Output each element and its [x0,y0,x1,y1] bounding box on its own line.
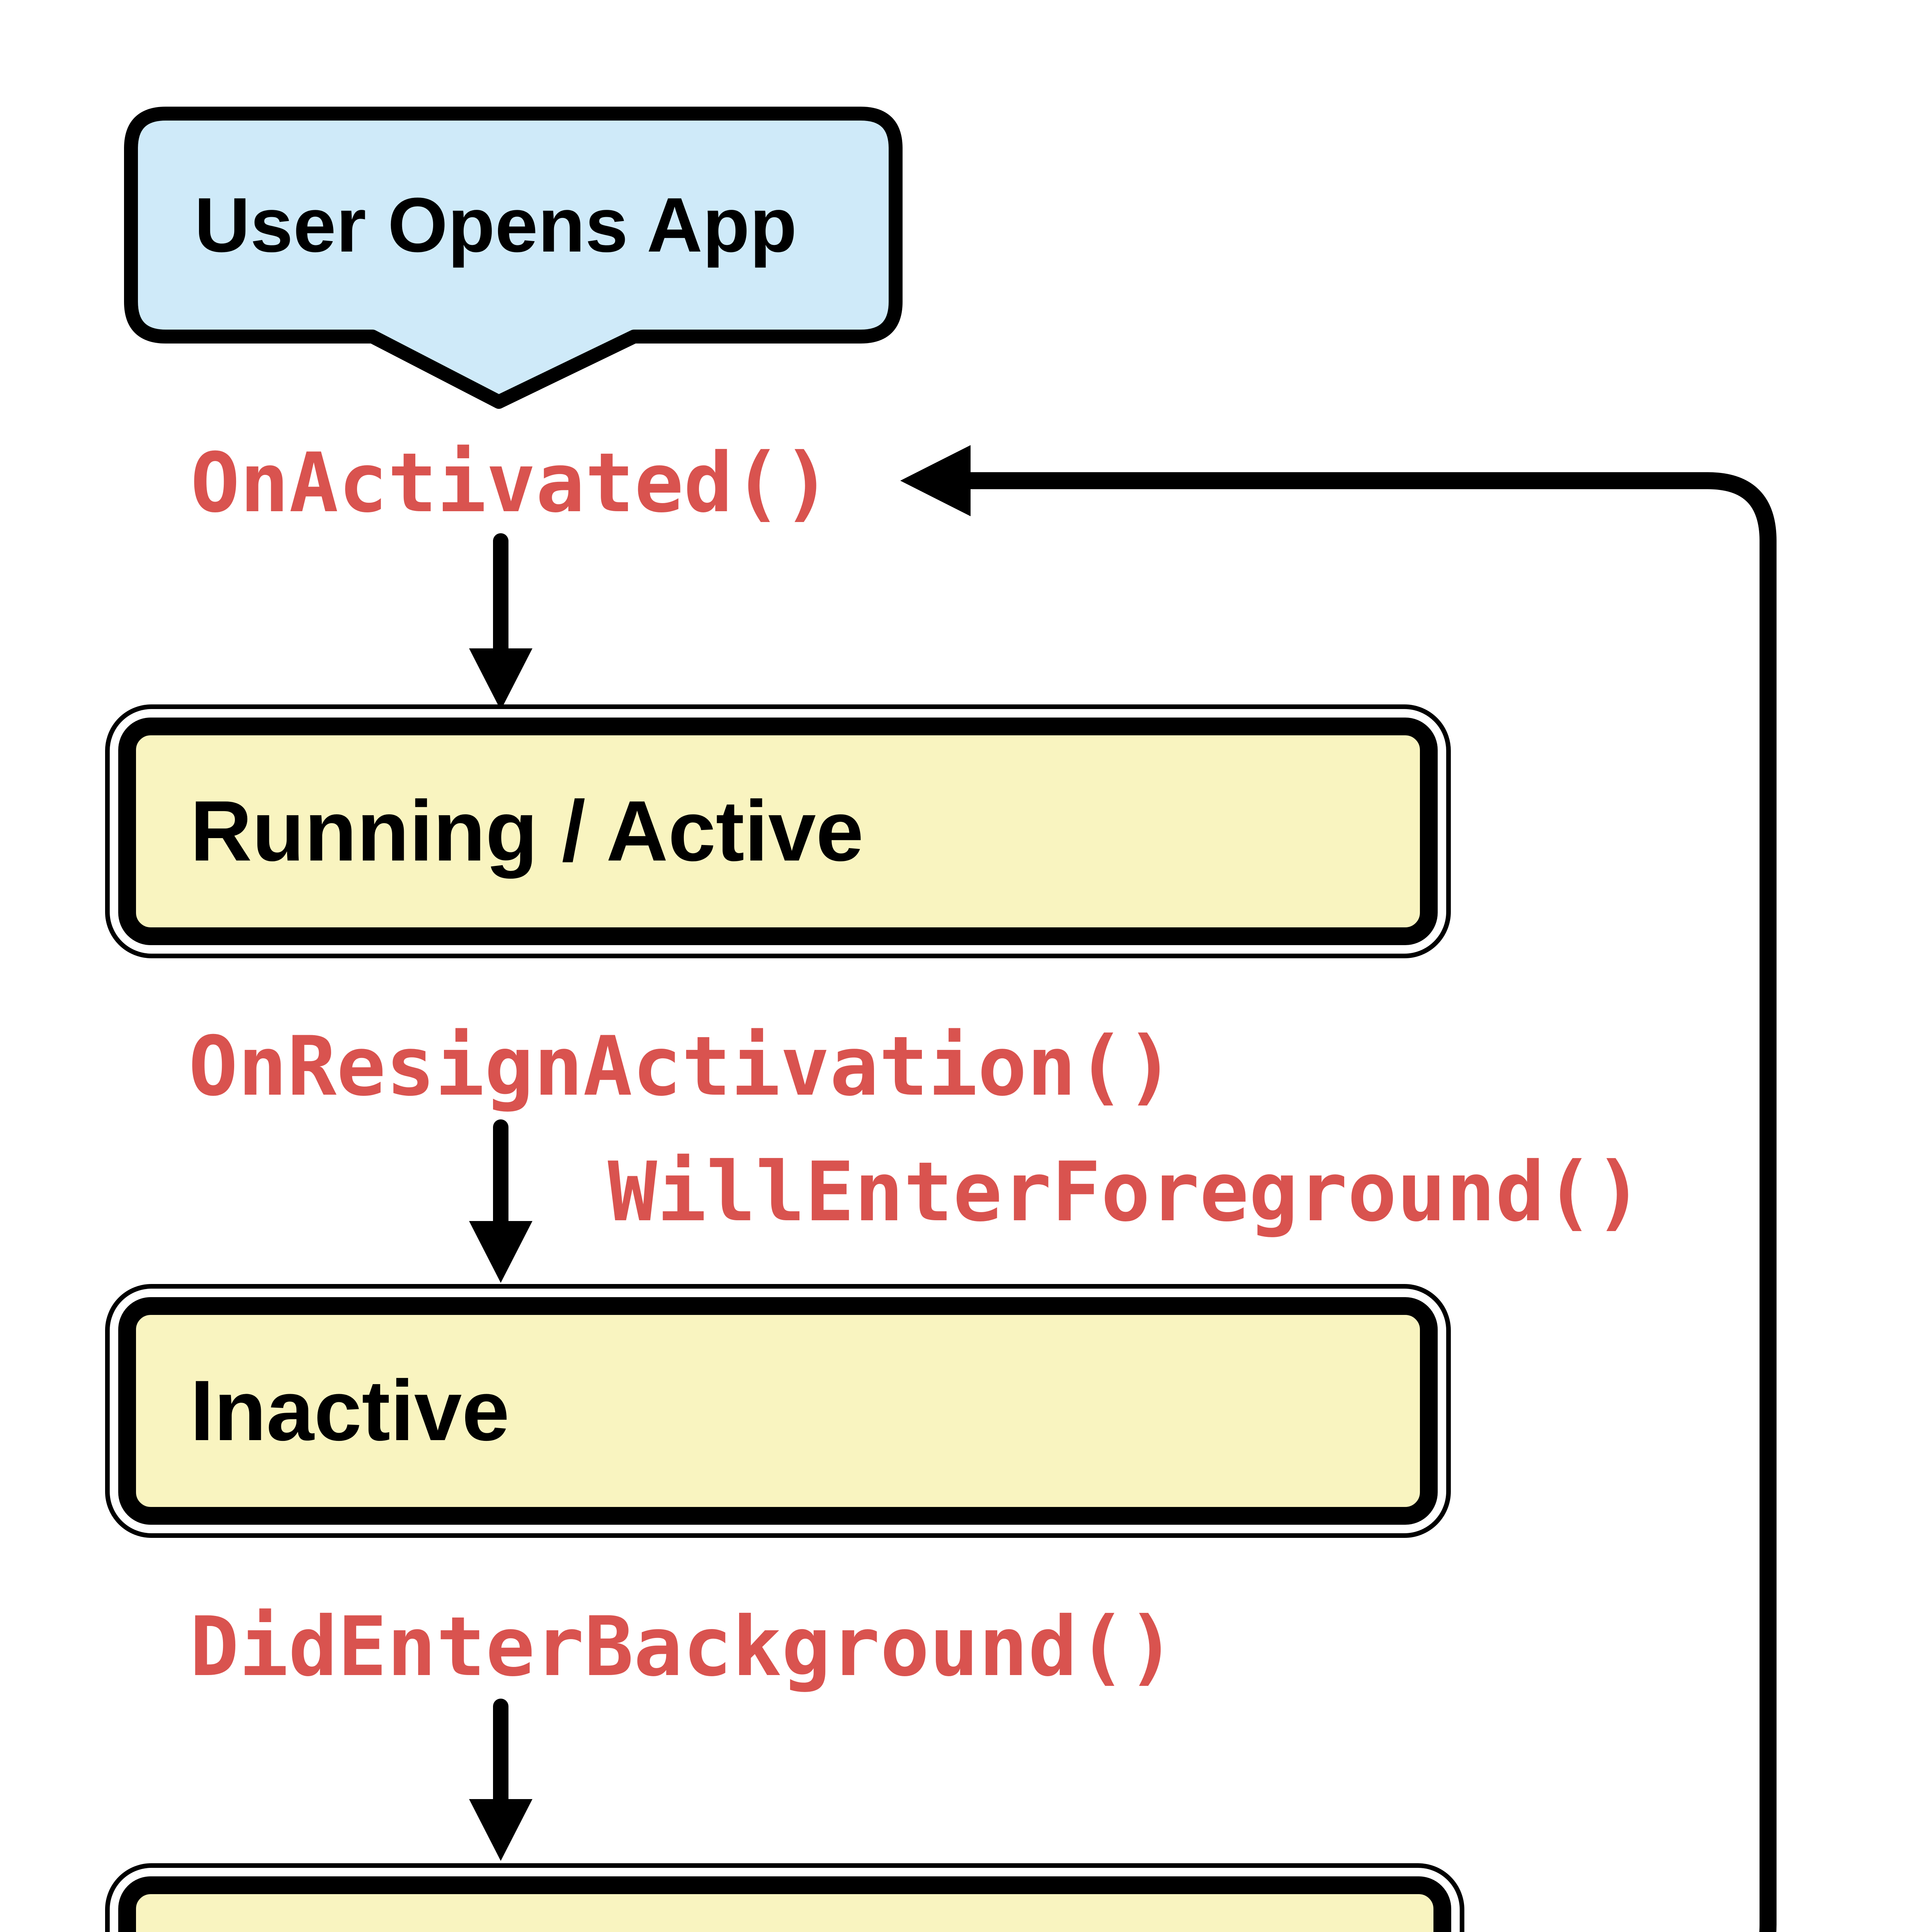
flow-arrowhead-icon-3 [469,1799,532,1861]
loopback-arrowhead-icon [900,445,971,516]
flow-arrowhead-icon-2 [469,1221,532,1283]
flow-arrowhead-icon-1 [469,648,532,710]
state-box-backgrounded-suspended: Backgrounded / Suspended [105,1863,1464,1932]
event-label-onresignactivation: OnResignActivation() [189,1019,1175,1114]
speech-bubble-shape [124,107,903,409]
event-label-onactivated: OnActivated() [190,435,832,531]
state-label-inactive: Inactive [118,1297,1438,1525]
loopback-connector-line [966,472,1777,1932]
state-label-backgrounded-suspended: Backgrounded / Suspended [118,1876,1451,1932]
bubble-label: User Opens App [194,182,797,268]
event-label-didenterbackground: DidEnterBackground() [190,1599,1176,1694]
state-label-running-active: Running / Active [118,718,1438,945]
event-label-willenterforeground: WillEnterForeground() [608,1144,1644,1240]
state-box-inactive: Inactive [105,1284,1451,1538]
state-box-running-active: Running / Active [105,704,1451,958]
